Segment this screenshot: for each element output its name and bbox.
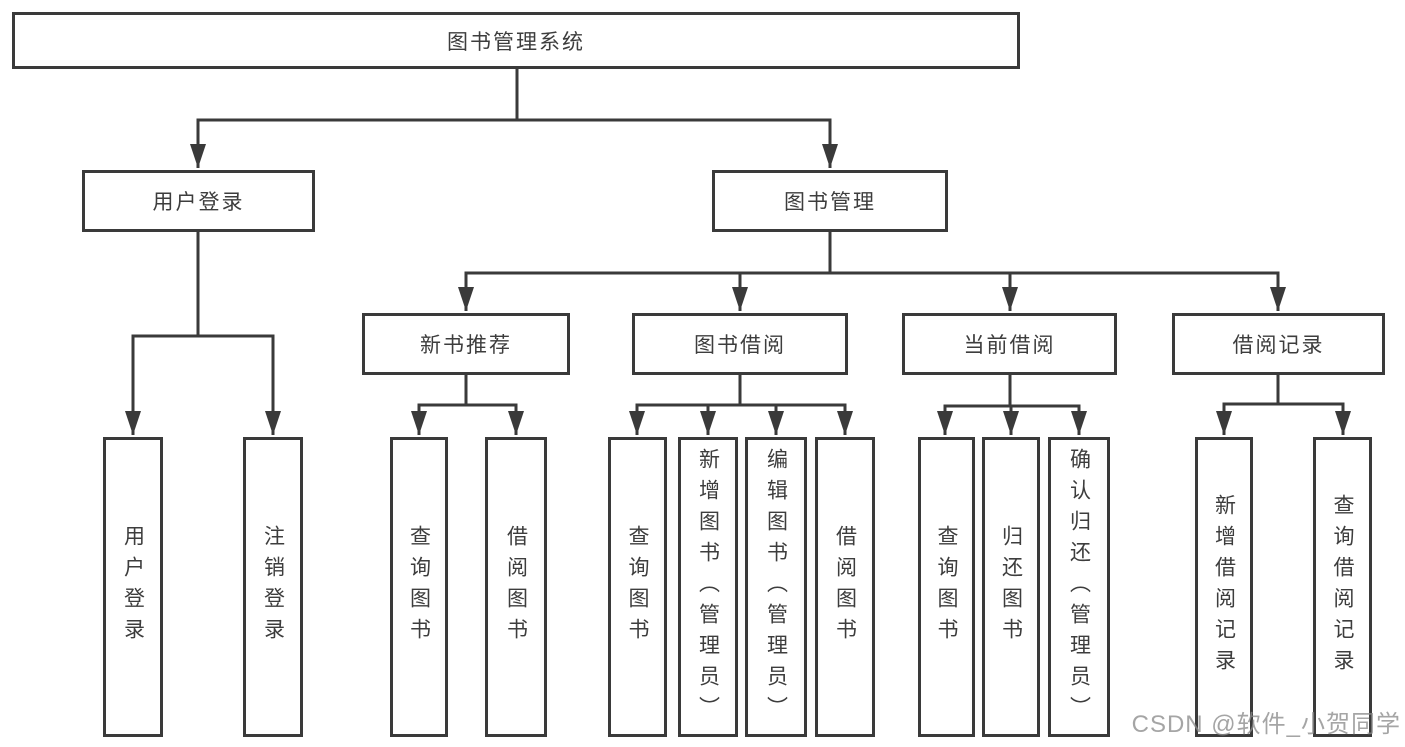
leaf-borrow-edit-books-admin: 编辑图书（管理员）: [745, 437, 807, 737]
leaf-current-return-books-label: 归还图书: [999, 525, 1023, 649]
leaf-borrow-add-books-admin: 新增图书（管理员）: [678, 437, 738, 737]
leaf-user-login: 用户登录: [103, 437, 163, 737]
leaf-newbook-query-books: 查询图书: [390, 437, 448, 737]
node-root-label: 图书管理系统: [447, 30, 585, 54]
leaf-current-query-books-label: 查询图书: [935, 525, 958, 649]
node-user-login: 用户登录: [82, 170, 315, 232]
node-current-borrow: 当前借阅: [902, 313, 1117, 375]
leaf-current-confirm-return-admin-label: 确认归还（管理员）: [1067, 447, 1091, 727]
leaf-borrow-edit-books-admin-label: 编辑图书（管理员）: [764, 447, 788, 727]
node-new-book-recommend-label: 新书推荐: [420, 334, 512, 357]
node-root: 图书管理系统: [12, 12, 1020, 69]
leaf-current-confirm-return-admin: 确认归还（管理员）: [1048, 437, 1110, 737]
node-user-login-label: 用户登录: [152, 191, 245, 214]
leaf-newbook-query-books-label: 查询图书: [407, 525, 431, 649]
node-book-management-label: 图书管理: [784, 191, 876, 214]
leaf-logout-login-label: 注销登录: [261, 525, 285, 649]
node-current-borrow-label: 当前借阅: [963, 334, 1056, 357]
node-book-borrow: 图书借阅: [632, 313, 848, 375]
leaf-current-query-books: 查询图书: [918, 437, 975, 737]
node-book-borrow-label: 图书借阅: [694, 334, 786, 357]
node-borrow-records: 借阅记录: [1172, 313, 1385, 375]
watermark: CSDN @软件_小贺同学: [1131, 711, 1401, 738]
node-book-management: 图书管理: [712, 170, 948, 232]
leaf-records-add-record: 新增借阅记录: [1195, 437, 1253, 737]
leaf-current-return-books: 归还图书: [982, 437, 1040, 737]
leaf-records-query-record-label: 查询借阅记录: [1331, 494, 1354, 680]
leaf-borrow-query-books-label: 查询图书: [626, 525, 649, 649]
leaf-borrow-query-books: 查询图书: [608, 437, 667, 737]
leaf-records-add-record-label: 新增借阅记录: [1212, 494, 1236, 680]
leaf-newbook-borrow-books: 借阅图书: [485, 437, 547, 737]
leaf-borrow-borrow-books-label: 借阅图书: [833, 525, 857, 649]
leaf-borrow-borrow-books: 借阅图书: [815, 437, 875, 737]
leaf-user-login-label: 用户登录: [121, 525, 145, 649]
node-new-book-recommend: 新书推荐: [362, 313, 570, 375]
leaf-logout-login: 注销登录: [243, 437, 303, 737]
leaf-newbook-borrow-books-label: 借阅图书: [504, 525, 528, 649]
leaf-records-query-record: 查询借阅记录: [1313, 437, 1372, 737]
leaf-borrow-add-books-admin-label: 新增图书（管理员）: [696, 447, 720, 727]
node-borrow-records-label: 借阅记录: [1232, 334, 1325, 357]
